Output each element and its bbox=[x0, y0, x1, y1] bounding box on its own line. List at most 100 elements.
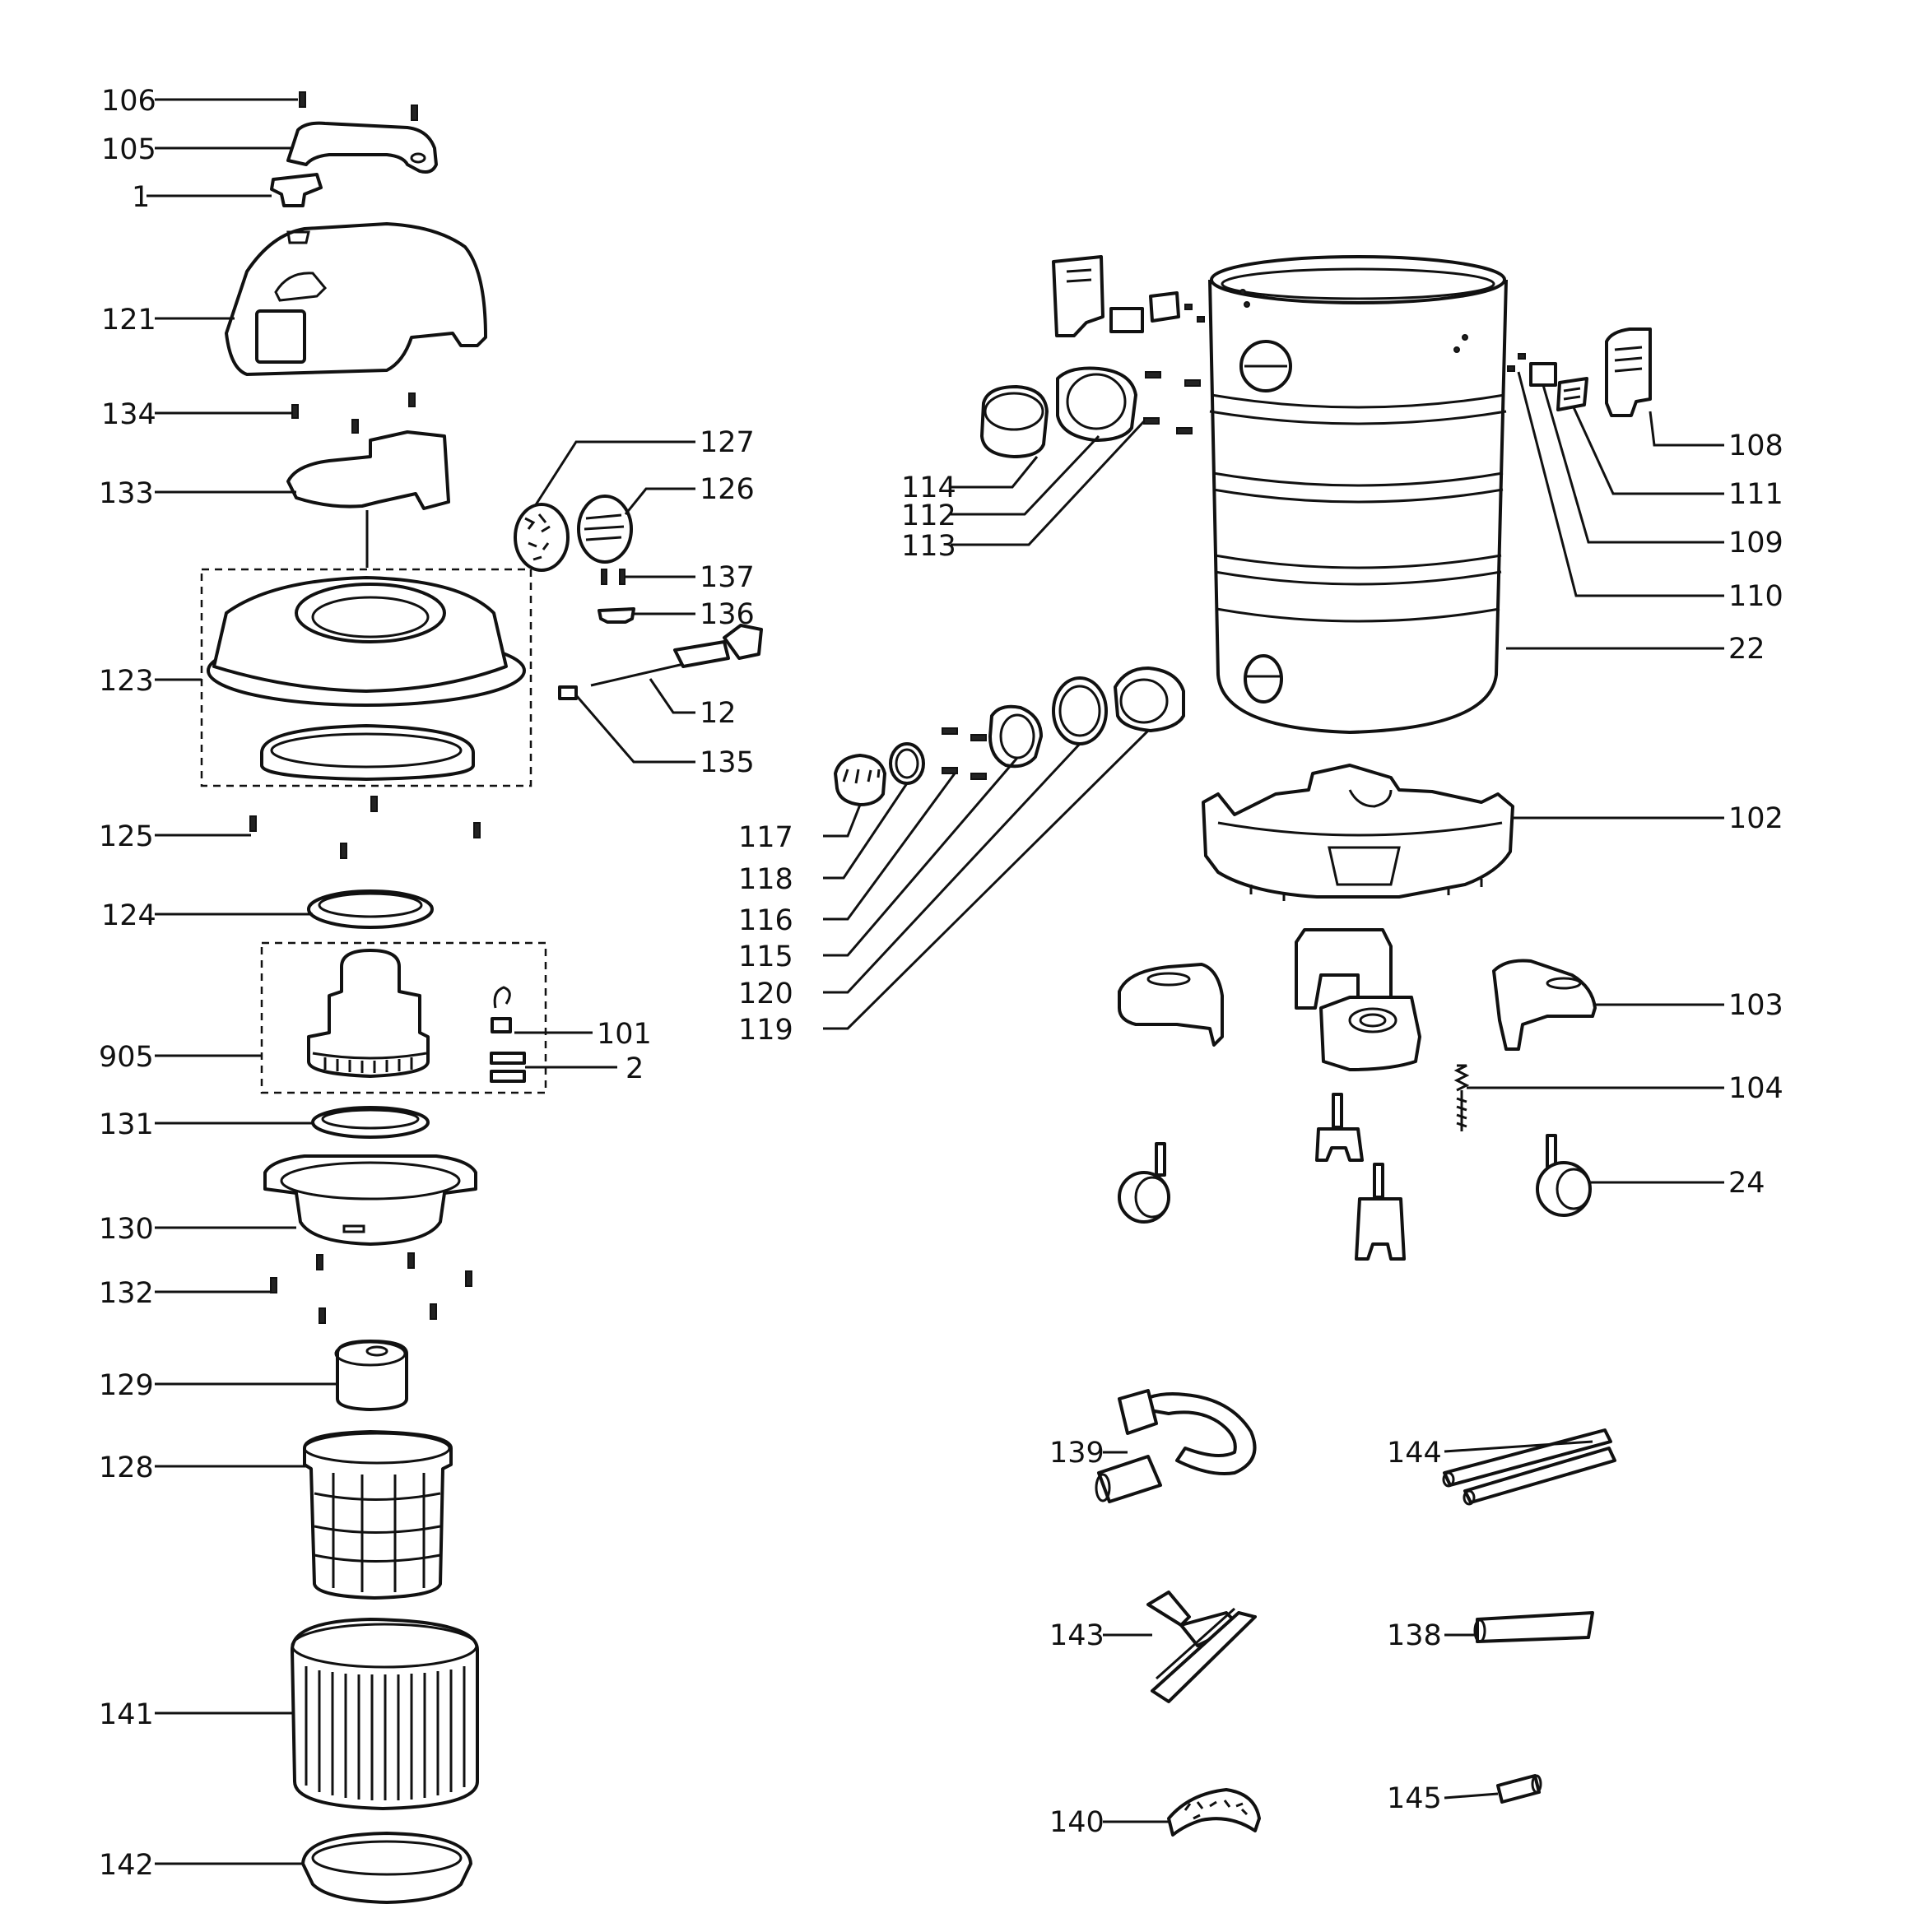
label-22: 22 bbox=[1728, 633, 1765, 666]
part-125-screws bbox=[249, 796, 481, 859]
part-24-caster-wheel-left bbox=[1118, 1142, 1170, 1224]
part-121-top-cover bbox=[225, 222, 487, 376]
assembly-box-123 bbox=[200, 568, 532, 787]
label-106: 106 bbox=[101, 85, 156, 118]
part-108-latch bbox=[1605, 327, 1652, 417]
label-135: 135 bbox=[700, 746, 755, 779]
part-113-screws bbox=[1143, 371, 1201, 434]
label-905: 905 bbox=[99, 1041, 154, 1074]
label-119: 119 bbox=[738, 1014, 793, 1047]
part-126-grille bbox=[577, 495, 633, 564]
part-105-handle bbox=[286, 121, 438, 174]
leader-lines bbox=[146, 98, 1724, 1865]
part-103-caster-housing-left bbox=[1118, 963, 1224, 1047]
part-103-caster-housing-right bbox=[1492, 959, 1597, 1051]
label-126: 126 bbox=[700, 473, 755, 506]
label-114: 114 bbox=[901, 471, 956, 504]
part-2-brush-holder bbox=[490, 1052, 526, 1083]
part-139-hose-elbow bbox=[1095, 1389, 1257, 1503]
label-102: 102 bbox=[1728, 802, 1783, 835]
label-109: 109 bbox=[1728, 527, 1783, 560]
label-142: 142 bbox=[99, 1849, 154, 1882]
label-128: 128 bbox=[99, 1451, 154, 1484]
label-101: 101 bbox=[597, 1018, 652, 1051]
label-105: 105 bbox=[101, 133, 156, 166]
part-120-gasket bbox=[1052, 676, 1108, 745]
label-140: 140 bbox=[1049, 1806, 1104, 1839]
label-110: 110 bbox=[1728, 580, 1783, 613]
label-133: 133 bbox=[99, 477, 154, 510]
label-112: 112 bbox=[901, 499, 956, 532]
part-1-knob bbox=[270, 173, 323, 207]
label-116: 116 bbox=[738, 904, 793, 937]
label-143: 143 bbox=[1049, 1619, 1104, 1652]
part-140-brush bbox=[1167, 1788, 1261, 1837]
part-134-screws bbox=[291, 392, 416, 434]
label-108: 108 bbox=[1728, 430, 1783, 462]
part-108-latch-left bbox=[1052, 255, 1205, 337]
part-24-caster-wheel-right bbox=[1536, 1134, 1592, 1217]
part-133-switch-bracket bbox=[286, 430, 450, 568]
label-139: 139 bbox=[1049, 1437, 1104, 1470]
part-104-spring bbox=[1453, 1064, 1470, 1131]
label-138: 138 bbox=[1387, 1619, 1442, 1652]
label-125: 125 bbox=[99, 820, 154, 853]
part-124-seal-ring bbox=[307, 889, 434, 929]
label-113: 113 bbox=[901, 530, 956, 563]
label-104: 104 bbox=[1728, 1072, 1783, 1105]
label-136: 136 bbox=[700, 598, 755, 631]
label-121: 121 bbox=[101, 304, 156, 337]
part-143-floor-nozzle bbox=[1146, 1591, 1257, 1703]
part-135-strain-relief bbox=[558, 685, 578, 700]
part-905-motor bbox=[307, 949, 430, 1078]
part-141-cartridge-filter bbox=[291, 1618, 479, 1810]
part-111-latch-plate bbox=[1556, 377, 1588, 411]
label-2: 2 bbox=[625, 1052, 644, 1085]
label-130: 130 bbox=[99, 1213, 154, 1246]
part-123-motor-housing bbox=[207, 576, 526, 707]
part-102-base bbox=[1202, 764, 1514, 901]
label-111: 111 bbox=[1728, 478, 1783, 511]
label-123: 123 bbox=[99, 665, 154, 698]
label-118: 118 bbox=[738, 863, 793, 896]
part-112-flange bbox=[1056, 366, 1137, 442]
part-labels: 106 105 1 121 134 133 127 126 137 136 12… bbox=[99, 85, 1783, 1882]
label-24: 24 bbox=[1728, 1167, 1765, 1200]
part-145-adapter bbox=[1496, 1774, 1542, 1804]
label-129: 129 bbox=[99, 1369, 154, 1402]
label-134: 134 bbox=[101, 398, 156, 431]
label-145: 145 bbox=[1387, 1782, 1442, 1815]
part-12-power-cord bbox=[590, 624, 763, 687]
part-132-screws bbox=[270, 1252, 472, 1324]
part-22-drum bbox=[1208, 255, 1508, 734]
part-142-filter-retainer bbox=[301, 1832, 472, 1904]
label-1: 1 bbox=[132, 181, 150, 214]
part-114-inlet-socket bbox=[980, 385, 1049, 458]
part-103-caster-housing-center bbox=[1295, 928, 1421, 1071]
part-110-latch-screws bbox=[1507, 353, 1526, 372]
label-132: 132 bbox=[99, 1277, 154, 1310]
part-117-hose-connector bbox=[834, 754, 886, 806]
part-106-screws bbox=[299, 91, 418, 121]
part-118-o-ring bbox=[889, 742, 925, 785]
part-137-screws bbox=[601, 569, 625, 585]
part-128-filter-cage bbox=[303, 1430, 453, 1600]
part-24-caster-stem-center bbox=[1315, 1093, 1364, 1162]
part-116-screws bbox=[942, 727, 987, 780]
assembly-box-905 bbox=[260, 941, 547, 1094]
label-124: 124 bbox=[101, 899, 156, 932]
label-131: 131 bbox=[99, 1108, 154, 1141]
part-131-ring bbox=[311, 1106, 430, 1139]
part-109-latch-pin bbox=[1529, 362, 1557, 387]
label-103: 103 bbox=[1728, 989, 1783, 1022]
part-123-gasket-ring bbox=[260, 724, 475, 781]
part-115-flange bbox=[988, 704, 1043, 769]
part-101-carbon-brush bbox=[491, 986, 512, 1033]
part-127-foam-filter bbox=[514, 503, 570, 572]
label-141: 141 bbox=[99, 1698, 154, 1731]
part-24-caster-stem-lower bbox=[1355, 1163, 1406, 1261]
label-117: 117 bbox=[738, 821, 793, 854]
part-138-crevice-tool bbox=[1473, 1611, 1594, 1643]
label-137: 137 bbox=[700, 561, 755, 594]
